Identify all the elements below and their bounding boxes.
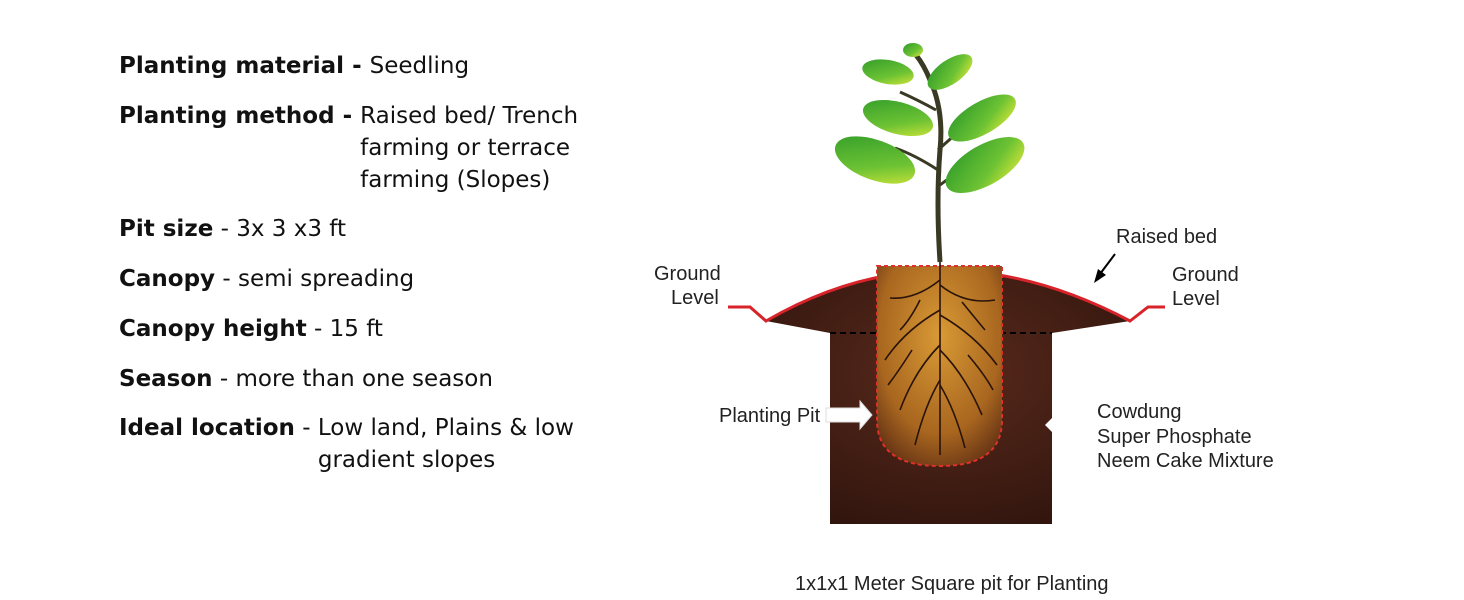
spec-sep: - <box>294 415 318 441</box>
planting-pit-outline <box>876 265 1003 468</box>
spec-canopy: Canopy - semi spreading <box>119 263 414 295</box>
raised-bed-label: Raised bed <box>1116 226 1217 248</box>
spec-sep: - <box>213 216 237 242</box>
spec-value: Seedling <box>369 53 470 79</box>
spec-value: Low land, Plains & low gradient slopes <box>317 415 574 473</box>
ground-level-left-line1: Ground <box>654 263 721 285</box>
spec-key: Season <box>119 366 213 392</box>
spec-sep: - <box>306 316 330 342</box>
plant-stem <box>914 53 944 263</box>
spec-value: more than one season <box>235 366 493 392</box>
spec-key: Planting method <box>119 103 335 129</box>
leaves <box>834 43 1025 193</box>
diagram-caption: 1x1x1 Meter Square pit for Planting <box>795 573 1109 595</box>
spec-value: Raised bed/ Trench farming or terrace fa… <box>360 103 579 193</box>
ground-level-right-line1: Ground <box>1172 264 1239 286</box>
spec-sep: - <box>334 103 361 129</box>
roots <box>884 262 998 455</box>
raised-bed-arrow <box>1099 253 1116 275</box>
spec-sep: - <box>344 53 370 79</box>
spec-sep: - <box>215 266 238 292</box>
spec-key: Ideal location <box>119 415 295 441</box>
spec-canopy-height: Canopy height - 15 ft <box>119 313 383 345</box>
spec-key: Pit size <box>119 216 214 242</box>
spec-planting-method: Planting method - Raised bed/ Trench far… <box>119 100 578 196</box>
planting-pit-label: Planting Pit <box>719 405 821 427</box>
spec-key: Planting material <box>119 53 345 79</box>
spec-value: semi spreading <box>237 266 415 292</box>
ground-level-left-line2: Level <box>671 287 719 309</box>
spec-sep: - <box>212 366 236 392</box>
spec-planting-material: Planting material - Seedling <box>119 50 469 82</box>
mixture-line3: Neem Cake Mixture <box>1097 450 1274 472</box>
spec-value: 3x 3 x3 ft <box>236 216 347 242</box>
mixture-line2: Super Phosphate <box>1097 426 1252 448</box>
spec-key: Canopy height <box>119 316 307 342</box>
mixture-line1: Cowdung <box>1097 401 1182 423</box>
spec-value: 15 ft <box>329 316 383 342</box>
ground-level-right-line2: Level <box>1172 288 1220 310</box>
mixture-arrow <box>1045 414 1056 436</box>
spec-season: Season - more than one season <box>119 363 493 395</box>
spec-key: Canopy <box>119 266 216 292</box>
spec-pit-size: Pit size - 3x 3 x3 ft <box>119 213 346 245</box>
planting-pit-arrow <box>825 399 873 431</box>
spec-ideal-location: Ideal location - Low land, Plains & low … <box>119 412 574 476</box>
